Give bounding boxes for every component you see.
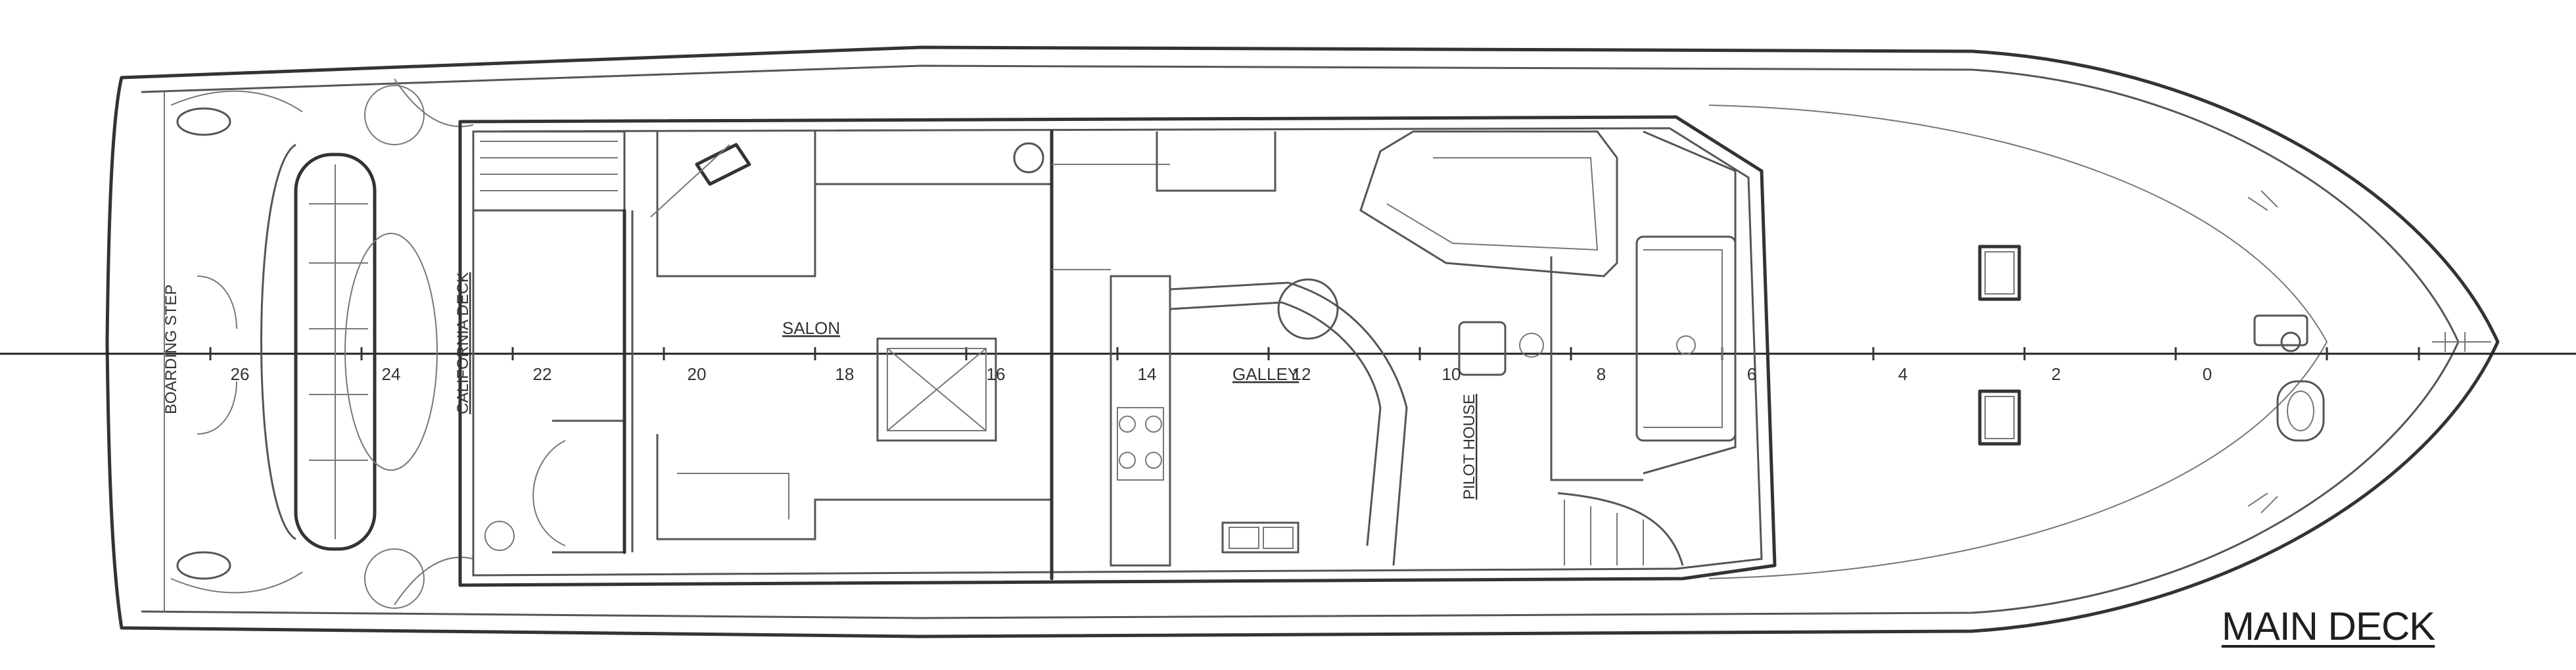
station-number: 20 bbox=[688, 364, 707, 384]
station-number: 18 bbox=[835, 364, 855, 384]
station-number: 10 bbox=[1442, 364, 1461, 384]
station-number: 8 bbox=[1597, 364, 1606, 384]
station-number: 14 bbox=[1138, 364, 1157, 384]
salon-area bbox=[650, 132, 1053, 552]
station-number: 16 bbox=[987, 364, 1006, 384]
station-number: 12 bbox=[1292, 364, 1311, 384]
galley-area bbox=[1013, 130, 1408, 581]
boarding-step-label: BOARDING STEP bbox=[162, 285, 180, 414]
california-deck-area bbox=[472, 130, 634, 554]
foredeck-area bbox=[1978, 190, 2491, 514]
plan-title: MAIN DECK bbox=[2221, 604, 2435, 648]
galley-label: GALLEY bbox=[1232, 364, 1299, 384]
station-number: 26 bbox=[231, 364, 250, 384]
station-number: 22 bbox=[533, 364, 552, 384]
pilot-house-area bbox=[1359, 130, 1737, 566]
station-number: 0 bbox=[2203, 364, 2212, 384]
superstructure bbox=[458, 115, 1777, 587]
salon-label: SALON bbox=[782, 318, 840, 338]
station-number: 24 bbox=[382, 364, 401, 384]
california-deck-label: CALIFORNIA DECK bbox=[454, 272, 472, 414]
pilot-house-label: PILOT HOUSE bbox=[1461, 394, 1478, 500]
stern-area bbox=[164, 78, 474, 611]
station-number: 2 bbox=[2051, 364, 2061, 384]
station-numbers: 26 24 22 20 18 16 14 12 10 8 6 4 2 0 bbox=[231, 364, 2213, 384]
station-number: 6 bbox=[1747, 364, 1756, 384]
centerline-ticks bbox=[209, 347, 2420, 360]
station-number: 4 bbox=[1898, 364, 1908, 384]
